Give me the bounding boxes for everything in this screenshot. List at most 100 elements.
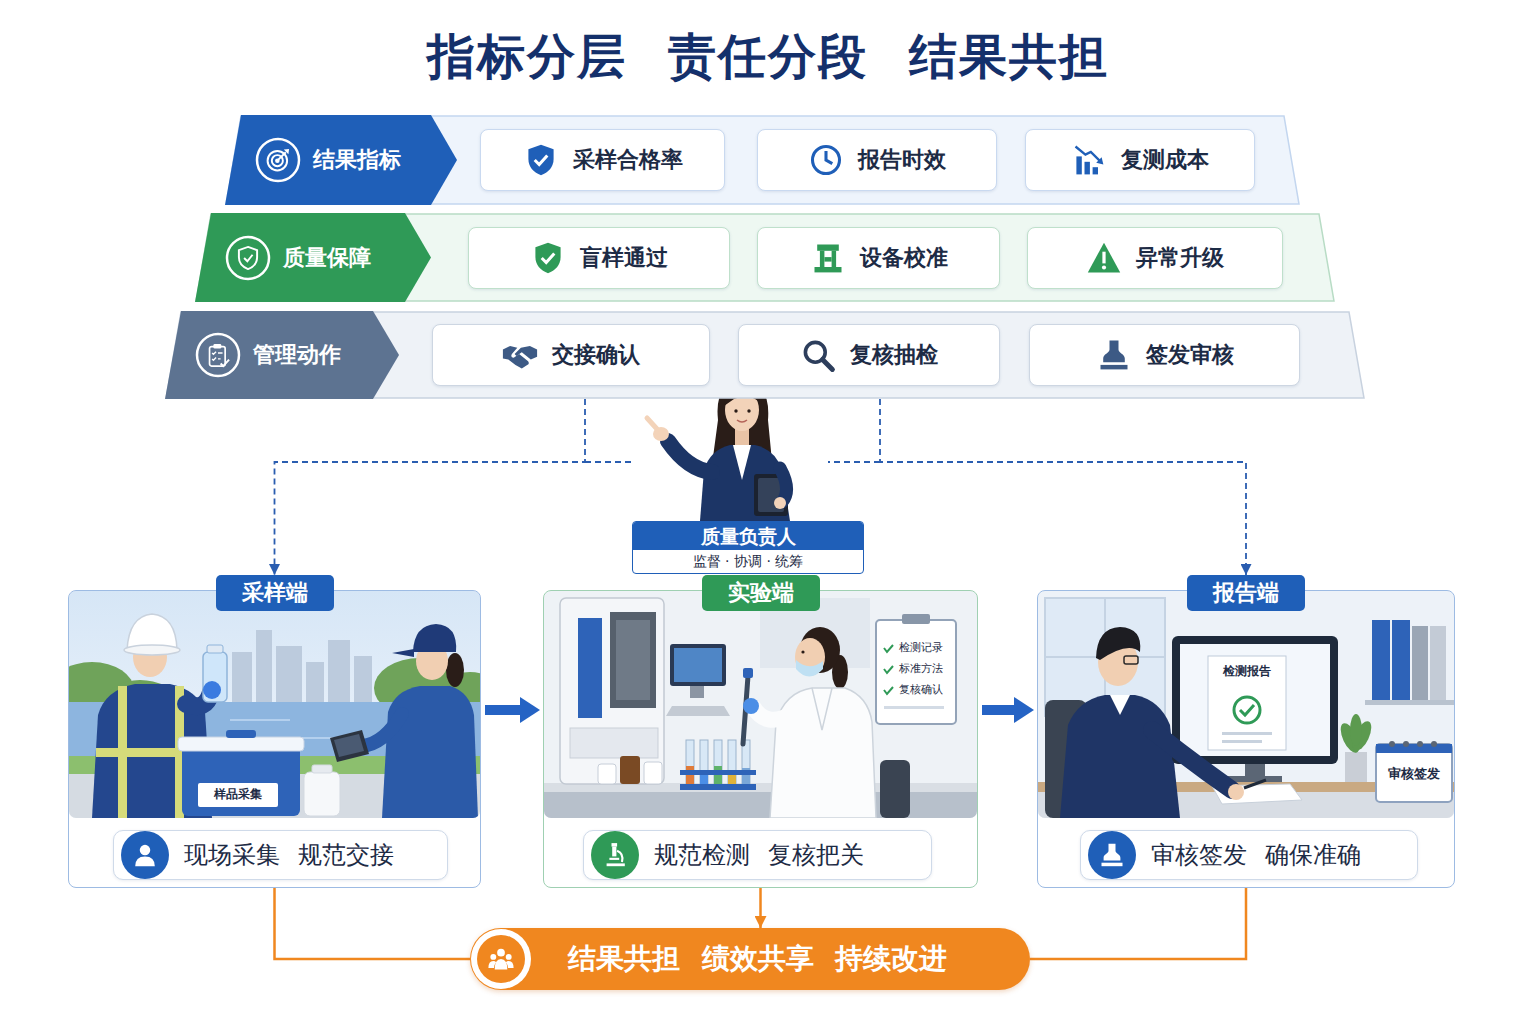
stage-panel: 实验端规范检测 复核把关	[543, 575, 978, 888]
metric-icon	[523, 142, 559, 178]
office-scene	[1350, 714, 1362, 746]
lab-scene	[884, 645, 893, 652]
manager-figure	[647, 418, 657, 429]
sampling-scene	[413, 624, 456, 652]
icon-disc	[477, 935, 525, 983]
office-scene	[1372, 620, 1390, 700]
caption-icon	[120, 830, 170, 880]
lab-scene	[680, 784, 756, 790]
icon-glyph	[1100, 341, 1127, 370]
scene-label: 检测记录	[897, 642, 945, 655]
metric-icon	[800, 337, 836, 373]
lab-scene	[598, 764, 616, 784]
lab-scene	[876, 620, 956, 724]
office-scene	[1152, 730, 1232, 790]
sampling-scene	[203, 652, 227, 702]
sampling-scene	[362, 714, 402, 746]
lab-scene	[560, 598, 664, 784]
icon-glyph	[268, 149, 289, 170]
office-scene	[1376, 744, 1452, 802]
lab-scene	[680, 770, 756, 775]
manager-figure	[734, 409, 737, 412]
result-link	[275, 888, 471, 959]
metric-card: 采样合格率	[480, 129, 725, 191]
panel-tab: 采样端	[216, 575, 334, 611]
scene-label: 复核确认	[897, 684, 945, 697]
lab-scene	[674, 648, 722, 682]
tier-label: 管理动作	[253, 340, 341, 370]
sampling-scene	[203, 681, 221, 699]
lab-scene	[700, 740, 708, 786]
lab-scene	[795, 638, 825, 676]
lab-scene	[686, 740, 694, 786]
band-tag-content: 管理动作	[165, 311, 379, 399]
metric-icon	[1086, 240, 1122, 276]
lab-scene	[620, 756, 640, 784]
stage-panel: 报告端审核签发 确保准确	[1037, 575, 1455, 888]
metric-icon	[502, 337, 538, 373]
manager-figure	[737, 420, 747, 422]
lab-scene	[754, 708, 792, 720]
band-tag-content: 质量保障	[195, 213, 411, 302]
lab-scene	[728, 740, 736, 786]
metric-card: 异常升级	[1027, 227, 1283, 289]
flow-arrow	[982, 705, 1014, 715]
metric-label: 异常升级	[1136, 243, 1224, 273]
lab-scene	[880, 760, 910, 818]
sampling-scene	[354, 656, 372, 702]
tier-label: 质量保障	[283, 243, 371, 273]
icon-disc	[121, 831, 169, 879]
manager-figure	[668, 441, 712, 472]
lab-scene	[714, 740, 722, 786]
caption-text: 现场采集 规范交接	[170, 839, 404, 871]
metric-label: 签发审核	[1146, 340, 1234, 370]
metric-card: 签发审核	[1029, 324, 1300, 386]
tier-icon	[195, 332, 241, 378]
sampling-scene	[312, 765, 332, 773]
sampling-scene	[182, 744, 300, 816]
metric-label: 采样合格率	[573, 145, 683, 175]
sampling-scene	[232, 630, 372, 702]
sampling-scene	[256, 630, 272, 702]
sampling-scene	[330, 730, 369, 762]
metric-icon	[1071, 142, 1107, 178]
lab-scene	[666, 706, 730, 716]
metric-label: 交接确认	[552, 340, 640, 370]
flow-arrow	[485, 705, 520, 715]
office-scene	[1222, 732, 1272, 735]
lab-scene	[743, 668, 753, 678]
icon-glyph	[607, 843, 625, 866]
manager-figure	[747, 409, 750, 412]
manager-figure	[780, 468, 787, 502]
result-link	[759, 888, 762, 928]
lab-scene	[742, 740, 750, 786]
tier-band: 质量保障盲样通过设备校准异常升级	[195, 213, 1335, 302]
office-scene	[1038, 591, 1454, 818]
lab-scene	[801, 650, 804, 653]
stage-caption: 审核签发 确保准确	[1080, 830, 1418, 880]
sampling-scene	[207, 645, 223, 653]
caption-icon	[590, 830, 640, 880]
band-outline	[196, 214, 1334, 301]
sampling-scene	[232, 652, 252, 702]
lab-scene	[544, 591, 977, 818]
role-duties: 监督 · 协调 · 统筹	[633, 550, 863, 573]
office-scene	[1392, 620, 1410, 700]
lab-scene	[902, 614, 930, 624]
office-scene	[1389, 741, 1395, 747]
office-scene	[1180, 644, 1330, 756]
tier-icon	[225, 235, 271, 281]
dashed-supervision-arrow	[880, 399, 1246, 575]
office-scene	[1060, 695, 1180, 818]
metric-icon	[1096, 337, 1132, 373]
icon-ring	[197, 334, 239, 376]
icon-glyph	[210, 344, 230, 366]
icon-disc	[471, 929, 531, 989]
office-scene	[1417, 741, 1423, 747]
office-scene	[1110, 695, 1130, 715]
stage-caption: 现场采集 规范交接	[113, 830, 448, 880]
manager-figure	[774, 497, 786, 509]
metric-label: 复测成本	[1121, 145, 1209, 175]
office-scene	[1244, 780, 1266, 788]
